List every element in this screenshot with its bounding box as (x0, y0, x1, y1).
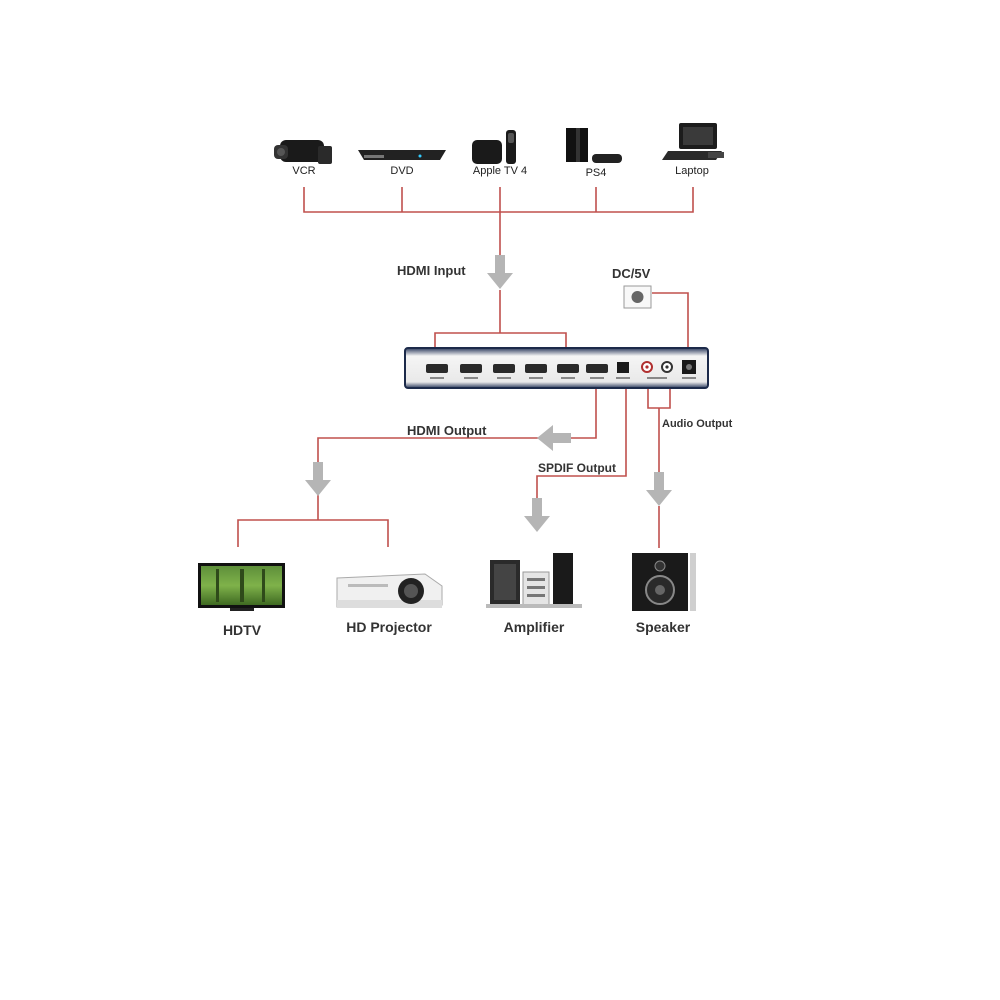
port-captions (430, 377, 696, 379)
dvd-player-icon (358, 150, 446, 160)
amplifier-icon (486, 553, 582, 608)
dc-power-port-icon (623, 285, 652, 309)
hdmi-output-line (317, 388, 597, 462)
display-bracket-line (237, 492, 389, 547)
display-arrow (305, 462, 331, 496)
spdif-arrow (524, 498, 550, 532)
audio-arrow (646, 472, 672, 506)
destination-label-projector: HD Projector (346, 619, 432, 635)
projector-icon (336, 573, 443, 608)
flow-arrows (305, 255, 672, 532)
hdmi-output-arrow (537, 425, 571, 451)
source-label-ps4: PS4 (585, 167, 607, 179)
spdif-output-label: SPDIF Output (538, 461, 616, 475)
hdmi-output-label: HDMI Output (407, 423, 487, 438)
spdif-output-line (536, 388, 627, 500)
hdmi-switch-device (404, 347, 709, 389)
source-label-apple-tv: Apple TV 4 (472, 165, 528, 177)
source-label-laptop: Laptop (675, 165, 709, 177)
audio-output-label: Audio Output (662, 418, 733, 430)
dc-line (652, 292, 689, 363)
audio-output-line (647, 388, 671, 476)
connector-lines (237, 187, 694, 548)
destination-label-speaker: Speaker (635, 619, 691, 635)
destination-label-amplifier: Amplifier (503, 619, 565, 635)
source-label-dvd: DVD (390, 165, 414, 177)
spdif-port (617, 362, 629, 373)
hdtv-icon (198, 563, 285, 611)
hdmi-input-label: HDMI Input (397, 263, 466, 278)
hdmi-input-ports (426, 364, 608, 373)
source-bus-line (303, 187, 694, 213)
ps4-console-icon (566, 128, 622, 163)
dc-label: DC/5V (612, 266, 651, 281)
destination-label-hdtv: HDTV (222, 622, 262, 638)
laptop-icon (662, 123, 724, 160)
camcorder-icon (274, 140, 332, 164)
apple-tv-icon (472, 130, 516, 164)
hdmi-input-arrow (487, 255, 513, 289)
speaker-icon (632, 553, 696, 611)
input-bracket-line (434, 290, 567, 347)
source-label-vcr: VCR (292, 165, 316, 177)
